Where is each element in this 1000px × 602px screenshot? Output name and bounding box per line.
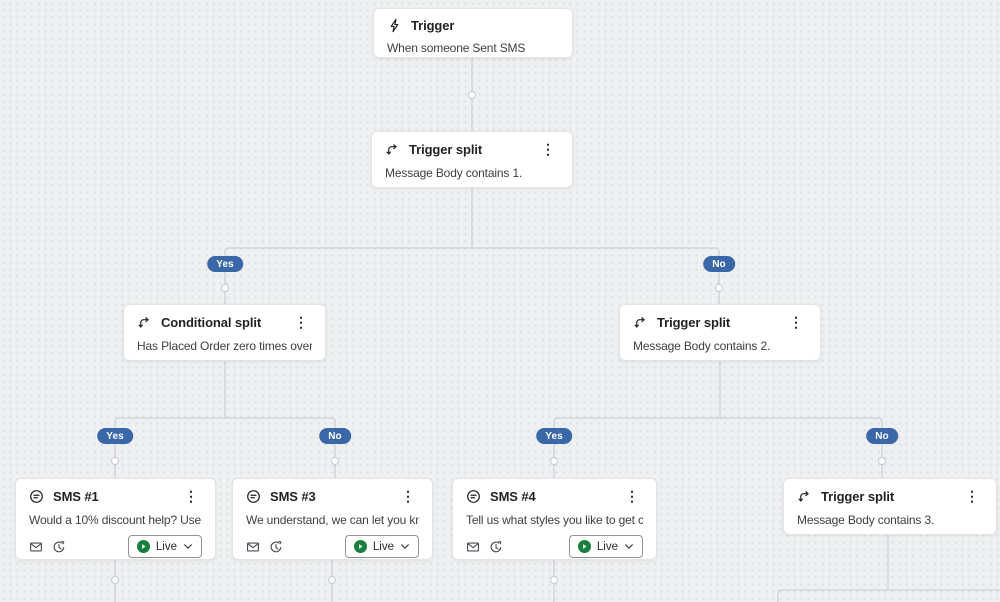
node-description: We understand, we can let you know whe..… bbox=[246, 513, 419, 527]
node-title: Trigger bbox=[411, 17, 455, 33]
node-description: Has Placed Order zero times over all tim… bbox=[137, 339, 312, 353]
kebab-menu-icon[interactable]: ⋮ bbox=[789, 314, 803, 330]
status-label: Live bbox=[372, 540, 394, 553]
branch-badge-no: No bbox=[319, 428, 351, 444]
clock-arrow-icon bbox=[52, 540, 66, 554]
connector-dot[interactable] bbox=[328, 576, 336, 584]
node-sms-1[interactable]: SMS #1 ⋮ Would a 10% discount help? Use … bbox=[15, 478, 216, 560]
node-title: Conditional split bbox=[161, 314, 262, 330]
status-dropdown[interactable]: Live bbox=[568, 535, 643, 558]
connector-dot[interactable] bbox=[550, 576, 558, 584]
node-trigger[interactable]: Trigger When someone Sent SMS bbox=[373, 8, 573, 58]
node-title: SMS #4 bbox=[490, 488, 536, 504]
split-icon bbox=[797, 489, 812, 504]
kebab-menu-icon[interactable]: ⋮ bbox=[184, 488, 198, 504]
kebab-menu-icon[interactable]: ⋮ bbox=[625, 488, 639, 504]
chevron-down-icon bbox=[624, 543, 634, 550]
node-title: Trigger split bbox=[409, 141, 483, 157]
connector-dot[interactable] bbox=[111, 576, 119, 584]
message-circle-icon bbox=[466, 489, 481, 504]
branch-badge-yes: Yes bbox=[97, 428, 133, 444]
play-icon bbox=[353, 540, 367, 553]
node-sms-4[interactable]: SMS #4 ⋮ Tell us what styles you like to… bbox=[452, 478, 657, 560]
kebab-menu-icon[interactable]: ⋮ bbox=[541, 141, 555, 157]
node-sms-3[interactable]: SMS #3 ⋮ We understand, we can let you k… bbox=[232, 478, 433, 560]
node-trigger-split-1[interactable]: Trigger split ⋮ Message Body contains 1. bbox=[371, 131, 573, 188]
kebab-menu-icon[interactable]: ⋮ bbox=[965, 488, 979, 504]
node-title: Trigger split bbox=[821, 488, 895, 504]
status-dropdown[interactable]: Live bbox=[127, 535, 202, 558]
branch-badge-no: No bbox=[703, 256, 735, 272]
envelope-icon bbox=[466, 540, 480, 554]
split-icon bbox=[137, 315, 152, 330]
status-label: Live bbox=[155, 540, 177, 553]
kebab-menu-icon[interactable]: ⋮ bbox=[294, 314, 308, 330]
envelope-icon bbox=[29, 540, 43, 554]
envelope-icon bbox=[246, 540, 260, 554]
kebab-menu-icon[interactable]: ⋮ bbox=[401, 488, 415, 504]
play-icon bbox=[577, 540, 591, 553]
split-icon bbox=[385, 142, 400, 157]
connector-dot[interactable] bbox=[550, 457, 558, 465]
node-title: SMS #1 bbox=[53, 488, 99, 504]
clock-arrow-icon bbox=[489, 540, 503, 554]
chevron-down-icon bbox=[183, 543, 193, 550]
lightning-icon bbox=[387, 18, 402, 33]
node-description: Would a 10% discount help? Use code G... bbox=[29, 513, 202, 527]
node-trigger-split-3[interactable]: Trigger split ⋮ Message Body contains 3. bbox=[783, 478, 997, 535]
connector-dot[interactable] bbox=[468, 91, 476, 99]
connector-dot[interactable] bbox=[715, 284, 723, 292]
connector-dot[interactable] bbox=[111, 457, 119, 465]
branch-badge-yes: Yes bbox=[536, 428, 572, 444]
message-circle-icon bbox=[29, 489, 44, 504]
node-description: Message Body contains 3. bbox=[797, 513, 935, 527]
chevron-down-icon bbox=[400, 543, 410, 550]
node-title: Trigger split bbox=[657, 314, 731, 330]
node-description: Tell us what styles you like to get cust… bbox=[466, 513, 643, 527]
split-icon bbox=[633, 315, 648, 330]
node-trigger-split-2[interactable]: Trigger split ⋮ Message Body contains 2. bbox=[619, 304, 821, 361]
play-icon bbox=[136, 540, 150, 553]
node-conditional-split[interactable]: Conditional split ⋮ Has Placed Order zer… bbox=[123, 304, 326, 361]
node-description: Message Body contains 2. bbox=[633, 339, 771, 353]
status-label: Live bbox=[596, 540, 618, 553]
connector-dot[interactable] bbox=[221, 284, 229, 292]
message-circle-icon bbox=[246, 489, 261, 504]
node-description: When someone Sent SMS bbox=[387, 41, 526, 55]
clock-arrow-icon bbox=[269, 540, 283, 554]
branch-badge-yes: Yes bbox=[207, 256, 243, 272]
connector-dot[interactable] bbox=[331, 457, 339, 465]
status-dropdown[interactable]: Live bbox=[344, 535, 419, 558]
connector-dot[interactable] bbox=[878, 457, 886, 465]
node-description: Message Body contains 1. bbox=[385, 166, 523, 180]
branch-badge-no: No bbox=[866, 428, 898, 444]
node-title: SMS #3 bbox=[270, 488, 316, 504]
